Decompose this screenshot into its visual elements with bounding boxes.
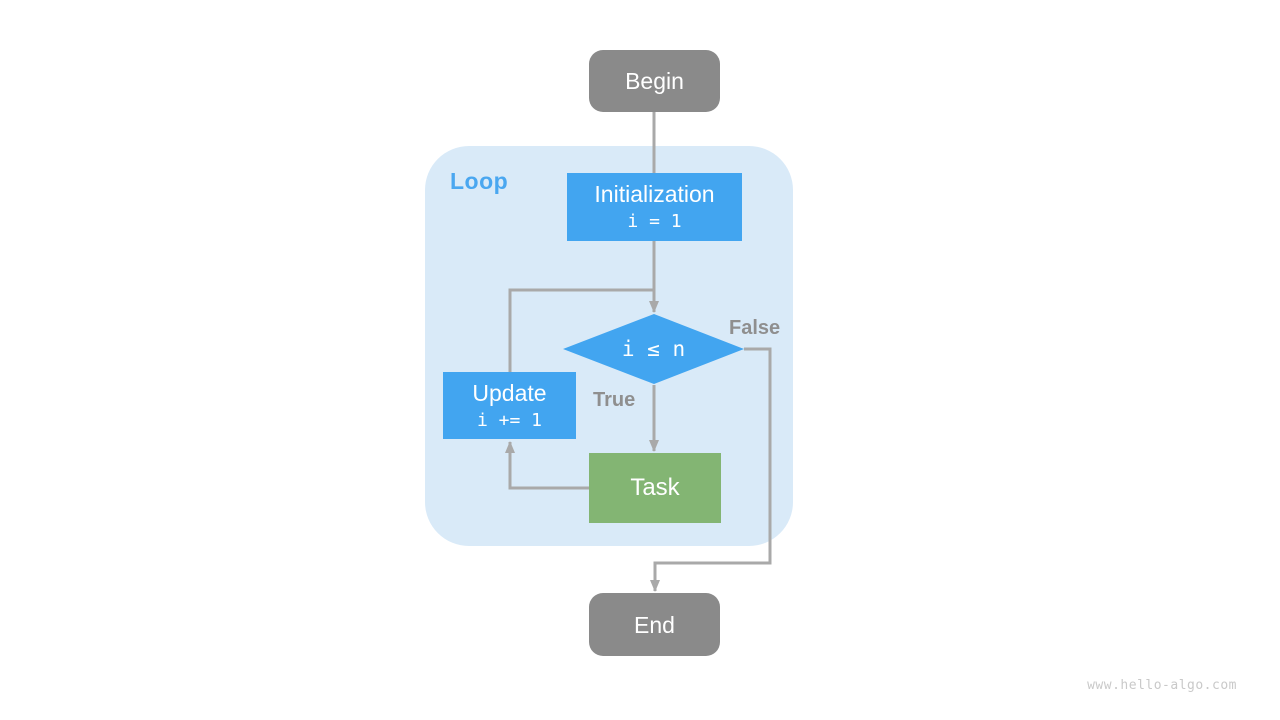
begin-node: Begin xyxy=(589,50,720,112)
condition-diamond-shape xyxy=(563,314,744,384)
task-node-label: Task xyxy=(630,474,680,501)
watermark-text: www.hello-algo.com xyxy=(1087,678,1237,693)
edge-update-to-condition xyxy=(508,288,654,372)
condition-node: i ≤ n xyxy=(563,314,744,384)
end-node-label: End xyxy=(634,611,675,638)
update-node-code: i += 1 xyxy=(476,409,543,431)
edge-condition-to-end xyxy=(650,347,772,592)
false-branch-label: False xyxy=(729,317,781,339)
initialization-node-code: i = 1 xyxy=(627,211,682,232)
update-node: Update i += 1 xyxy=(443,372,576,439)
true-branch-label: True xyxy=(593,389,636,411)
initialization-node: Initialization i = 1 xyxy=(567,173,742,241)
task-node: Task xyxy=(589,453,721,523)
condition-node-label: i ≤ n xyxy=(621,337,686,361)
begin-node-label: Begin xyxy=(625,68,684,94)
end-node: End xyxy=(589,593,720,656)
initialization-node-label: Initialization xyxy=(594,181,715,207)
update-node-label: Update xyxy=(472,379,547,406)
loop-container-label: Loop xyxy=(450,168,509,194)
edge-task-to-update xyxy=(505,441,589,490)
